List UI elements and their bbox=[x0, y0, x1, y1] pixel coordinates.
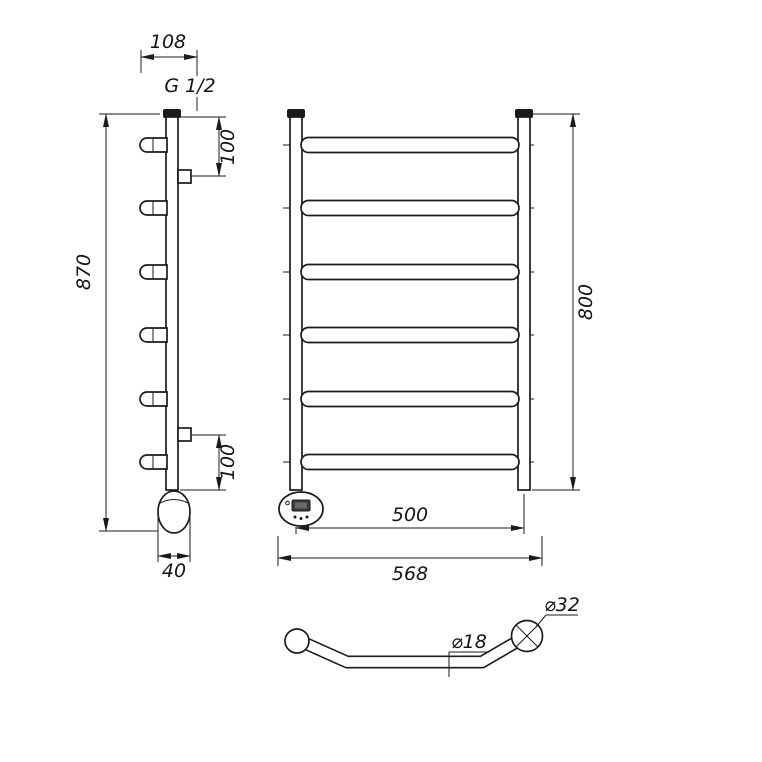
side-view-dimensions: 108 G 1/2 870 100 100 40 bbox=[73, 31, 239, 582]
dim-diameter-32-label: ⌀32 bbox=[544, 594, 580, 616]
rungs bbox=[300, 136, 520, 471]
rung bbox=[300, 326, 520, 344]
dim-diameter-18-label: ⌀18 bbox=[451, 631, 487, 653]
dim-800-label: 800 bbox=[575, 284, 597, 320]
dim-40-label: 40 bbox=[162, 560, 186, 582]
rung bbox=[300, 136, 520, 154]
rung-profile-fill bbox=[295, 632, 530, 667]
right-tube-cap bbox=[515, 109, 533, 118]
heating-unit bbox=[278, 491, 324, 527]
side-vertical-tube bbox=[165, 116, 179, 491]
rung bbox=[300, 390, 520, 408]
side-view bbox=[139, 109, 192, 534]
section-cross-line bbox=[515, 624, 539, 648]
side-tube-cap bbox=[163, 109, 181, 118]
leader-line bbox=[535, 614, 547, 628]
right-collector-tube bbox=[517, 116, 531, 491]
union-fitting-top bbox=[177, 169, 192, 184]
heating-unit-button bbox=[293, 515, 297, 519]
rung bbox=[300, 263, 520, 281]
bracket-stubs bbox=[139, 137, 168, 470]
detail-view: ⌀18 ⌀32 bbox=[284, 594, 580, 677]
heating-unit-button bbox=[299, 517, 303, 520]
dim-870-label: 870 bbox=[73, 254, 95, 290]
dim-100-top-label: 100 bbox=[217, 129, 239, 165]
front-view bbox=[278, 109, 537, 527]
thread-label: G 1/2 bbox=[164, 75, 215, 97]
dim-108-label: 108 bbox=[150, 31, 186, 53]
rung bbox=[300, 199, 520, 217]
heating-unit-display-screen bbox=[295, 502, 307, 509]
heater-housing-side bbox=[157, 490, 191, 534]
front-view-dimensions: 800 500 568 bbox=[277, 113, 597, 585]
rung-centerlines bbox=[283, 144, 537, 463]
heater-housing-seam bbox=[159, 499, 189, 504]
heating-unit-led bbox=[285, 500, 290, 506]
dim-500-label: 500 bbox=[392, 504, 428, 526]
dim-568-label: 568 bbox=[392, 563, 428, 585]
left-tube-cap bbox=[287, 109, 305, 118]
dim-100-bottom-label: 100 bbox=[217, 444, 239, 480]
union-fitting-bottom bbox=[177, 427, 192, 442]
left-collector-tube bbox=[289, 116, 303, 491]
rung bbox=[300, 453, 520, 471]
rung-end-circle bbox=[284, 628, 310, 654]
heating-unit-button bbox=[305, 515, 309, 519]
